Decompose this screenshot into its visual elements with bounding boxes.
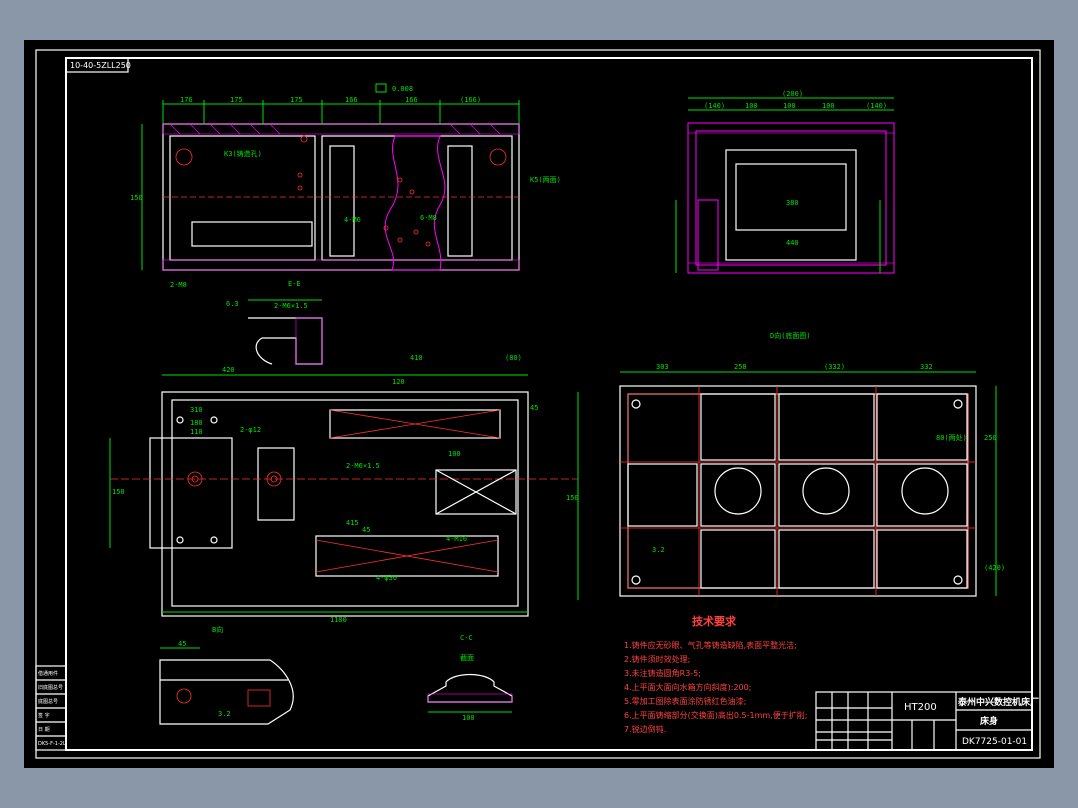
svg-text:旧底图总号: 旧底图总号 xyxy=(38,684,63,691)
svg-text:6.3: 6.3 xyxy=(226,300,239,308)
svg-text:HT200: HT200 xyxy=(904,702,937,713)
svg-text:332: 332 xyxy=(920,363,933,371)
svg-text:D向(底面图): D向(底面图) xyxy=(770,331,811,340)
svg-text:1.铸件应无砂眼、气孔等铸造缺陷,表面平整光洁;: 1.铸件应无砂眼、气孔等铸造缺陷,表面平整光洁; xyxy=(624,640,797,650)
detail-c-c: C-C 截面 100 xyxy=(427,634,513,722)
side-section-view: (200) (140) 100 100 100 (140) 380 440 xyxy=(675,90,895,274)
svg-text:DK7725-01-01: DK7725-01-01 xyxy=(962,737,1027,747)
svg-text:7.锐边倒钝.: 7.锐边倒钝. xyxy=(624,724,666,734)
svg-text:250: 250 xyxy=(984,434,997,442)
svg-text:3.2: 3.2 xyxy=(218,710,231,718)
svg-text:1100: 1100 xyxy=(330,616,347,624)
svg-text:5.零加工图除表面涂防锈红色油漆;: 5.零加工图除表面涂防锈红色油漆; xyxy=(624,696,746,706)
svg-text:2-φ12: 2-φ12 xyxy=(240,426,261,434)
svg-text:176: 176 xyxy=(180,96,193,104)
svg-text:100: 100 xyxy=(462,714,475,722)
svg-text:175: 175 xyxy=(290,96,303,104)
svg-text:175: 175 xyxy=(230,96,243,104)
svg-text:泰州中兴数控机床厂: 泰州中兴数控机床厂 xyxy=(957,696,1039,708)
svg-text:420: 420 xyxy=(222,366,235,374)
svg-text:DK5-F-1-2L: DK5-F-1-2L xyxy=(38,741,66,747)
svg-text:110: 110 xyxy=(190,428,203,436)
svg-text:100: 100 xyxy=(448,450,461,458)
svg-text:0.008: 0.008 xyxy=(392,85,413,93)
outer-frame xyxy=(35,49,1041,759)
svg-text:技术要求: 技术要求 xyxy=(692,614,737,628)
svg-text:日 期: 日 期 xyxy=(38,727,50,733)
svg-text:440: 440 xyxy=(786,239,799,247)
svg-text:(166): (166) xyxy=(460,96,481,104)
title-block: HT200 泰州中兴数控机床厂 床身 DK7725-01-01 xyxy=(815,691,1039,751)
svg-text:80(两处): 80(两处) xyxy=(936,433,967,442)
svg-text:签 字: 签 字 xyxy=(38,712,50,719)
svg-text:2.铸件须时效处理;: 2.铸件须时效处理; xyxy=(624,654,690,664)
svg-text:3.2: 3.2 xyxy=(652,546,665,554)
svg-text:4-φ30: 4-φ30 xyxy=(376,574,397,582)
svg-text:(332): (332) xyxy=(824,363,845,371)
svg-text:150: 150 xyxy=(112,488,125,496)
svg-text:150: 150 xyxy=(130,194,143,202)
svg-text:410: 410 xyxy=(410,354,423,362)
svg-text:2-M8: 2-M8 xyxy=(170,281,187,289)
svg-text:2-M6×1.5: 2-M6×1.5 xyxy=(274,302,308,310)
svg-text:3.未注铸造圆角R3-5;: 3.未注铸造圆角R3-5; xyxy=(624,668,701,678)
svg-text:258: 258 xyxy=(734,363,747,371)
inner-frame xyxy=(65,57,1033,751)
svg-text:45: 45 xyxy=(178,640,186,648)
technical-requirements: 技术要求 1.铸件应无砂眼、气孔等铸造缺陷,表面平整光洁; 2.铸件须时效处理;… xyxy=(624,614,807,734)
svg-text:(200): (200) xyxy=(782,90,803,98)
svg-text:380: 380 xyxy=(786,199,799,207)
svg-text:B向: B向 xyxy=(212,625,223,634)
drawing-background xyxy=(24,40,1054,768)
svg-text:166: 166 xyxy=(345,96,358,104)
svg-text:C-C: C-C xyxy=(460,634,473,642)
svg-text:底图总号: 底图总号 xyxy=(38,698,58,705)
svg-text:100: 100 xyxy=(783,102,796,110)
svg-text:4-M16: 4-M16 xyxy=(446,535,467,543)
detail-e-e: E-E 6.3 2-M6×1.5 xyxy=(226,280,323,365)
corner-label: 10-40-5ZLL250 xyxy=(70,61,131,70)
left-revision-strip: 借通用件 旧底图总号 底图总号 签 字 日 期 DK5-F-1-2L xyxy=(35,665,67,751)
svg-text:415: 415 xyxy=(346,519,359,527)
plan-view: 420 410 (80) 120 100 1100 310 180 110 15… xyxy=(109,354,579,624)
svg-text:(140): (140) xyxy=(866,102,887,110)
svg-text:180: 180 xyxy=(190,419,203,427)
svg-text:K5(两面): K5(两面) xyxy=(530,176,561,184)
detail-b-view: B向 45 3.2 xyxy=(159,625,294,725)
svg-text:6.上平面铸缩部分(交换面)高出0.5-1mm,便于扩削;: 6.上平面铸缩部分(交换面)高出0.5-1mm,便于扩削; xyxy=(624,710,807,720)
svg-text:100: 100 xyxy=(822,102,835,110)
svg-text:4.上平面大面向水箱方向斜度):200;: 4.上平面大面向水箱方向斜度):200; xyxy=(624,682,751,692)
svg-text:(80): (80) xyxy=(505,354,522,362)
svg-text:4-M6: 4-M6 xyxy=(344,216,361,224)
svg-text:E-E: E-E xyxy=(288,280,301,288)
svg-text:120: 120 xyxy=(392,378,405,386)
svg-text:310: 310 xyxy=(190,406,203,414)
corner-label-box xyxy=(65,57,129,73)
svg-text:100: 100 xyxy=(745,102,758,110)
svg-text:150: 150 xyxy=(566,494,579,502)
svg-text:2-M6×1.5: 2-M6×1.5 xyxy=(346,462,380,470)
svg-text:截面: 截面 xyxy=(460,653,474,662)
svg-text:(140): (140) xyxy=(704,102,725,110)
svg-text:45: 45 xyxy=(362,526,370,534)
front-section-view: 176 175 175 166 166 (166) 0.008 150 K3(铸… xyxy=(130,83,561,289)
svg-text:K3(铸造孔): K3(铸造孔) xyxy=(224,149,262,158)
svg-text:床身: 床身 xyxy=(980,715,998,727)
svg-text:166: 166 xyxy=(405,96,418,104)
svg-text:6-M8: 6-M8 xyxy=(420,214,437,222)
bottom-view: D向(底面图) 303 258 (332) 332 250 (420) 8 xyxy=(619,331,1005,597)
svg-text:45: 45 xyxy=(530,404,538,412)
svg-text:303: 303 xyxy=(656,363,669,371)
svg-text:(420): (420) xyxy=(984,564,1005,572)
svg-text:借通用件: 借通用件 xyxy=(38,670,58,677)
